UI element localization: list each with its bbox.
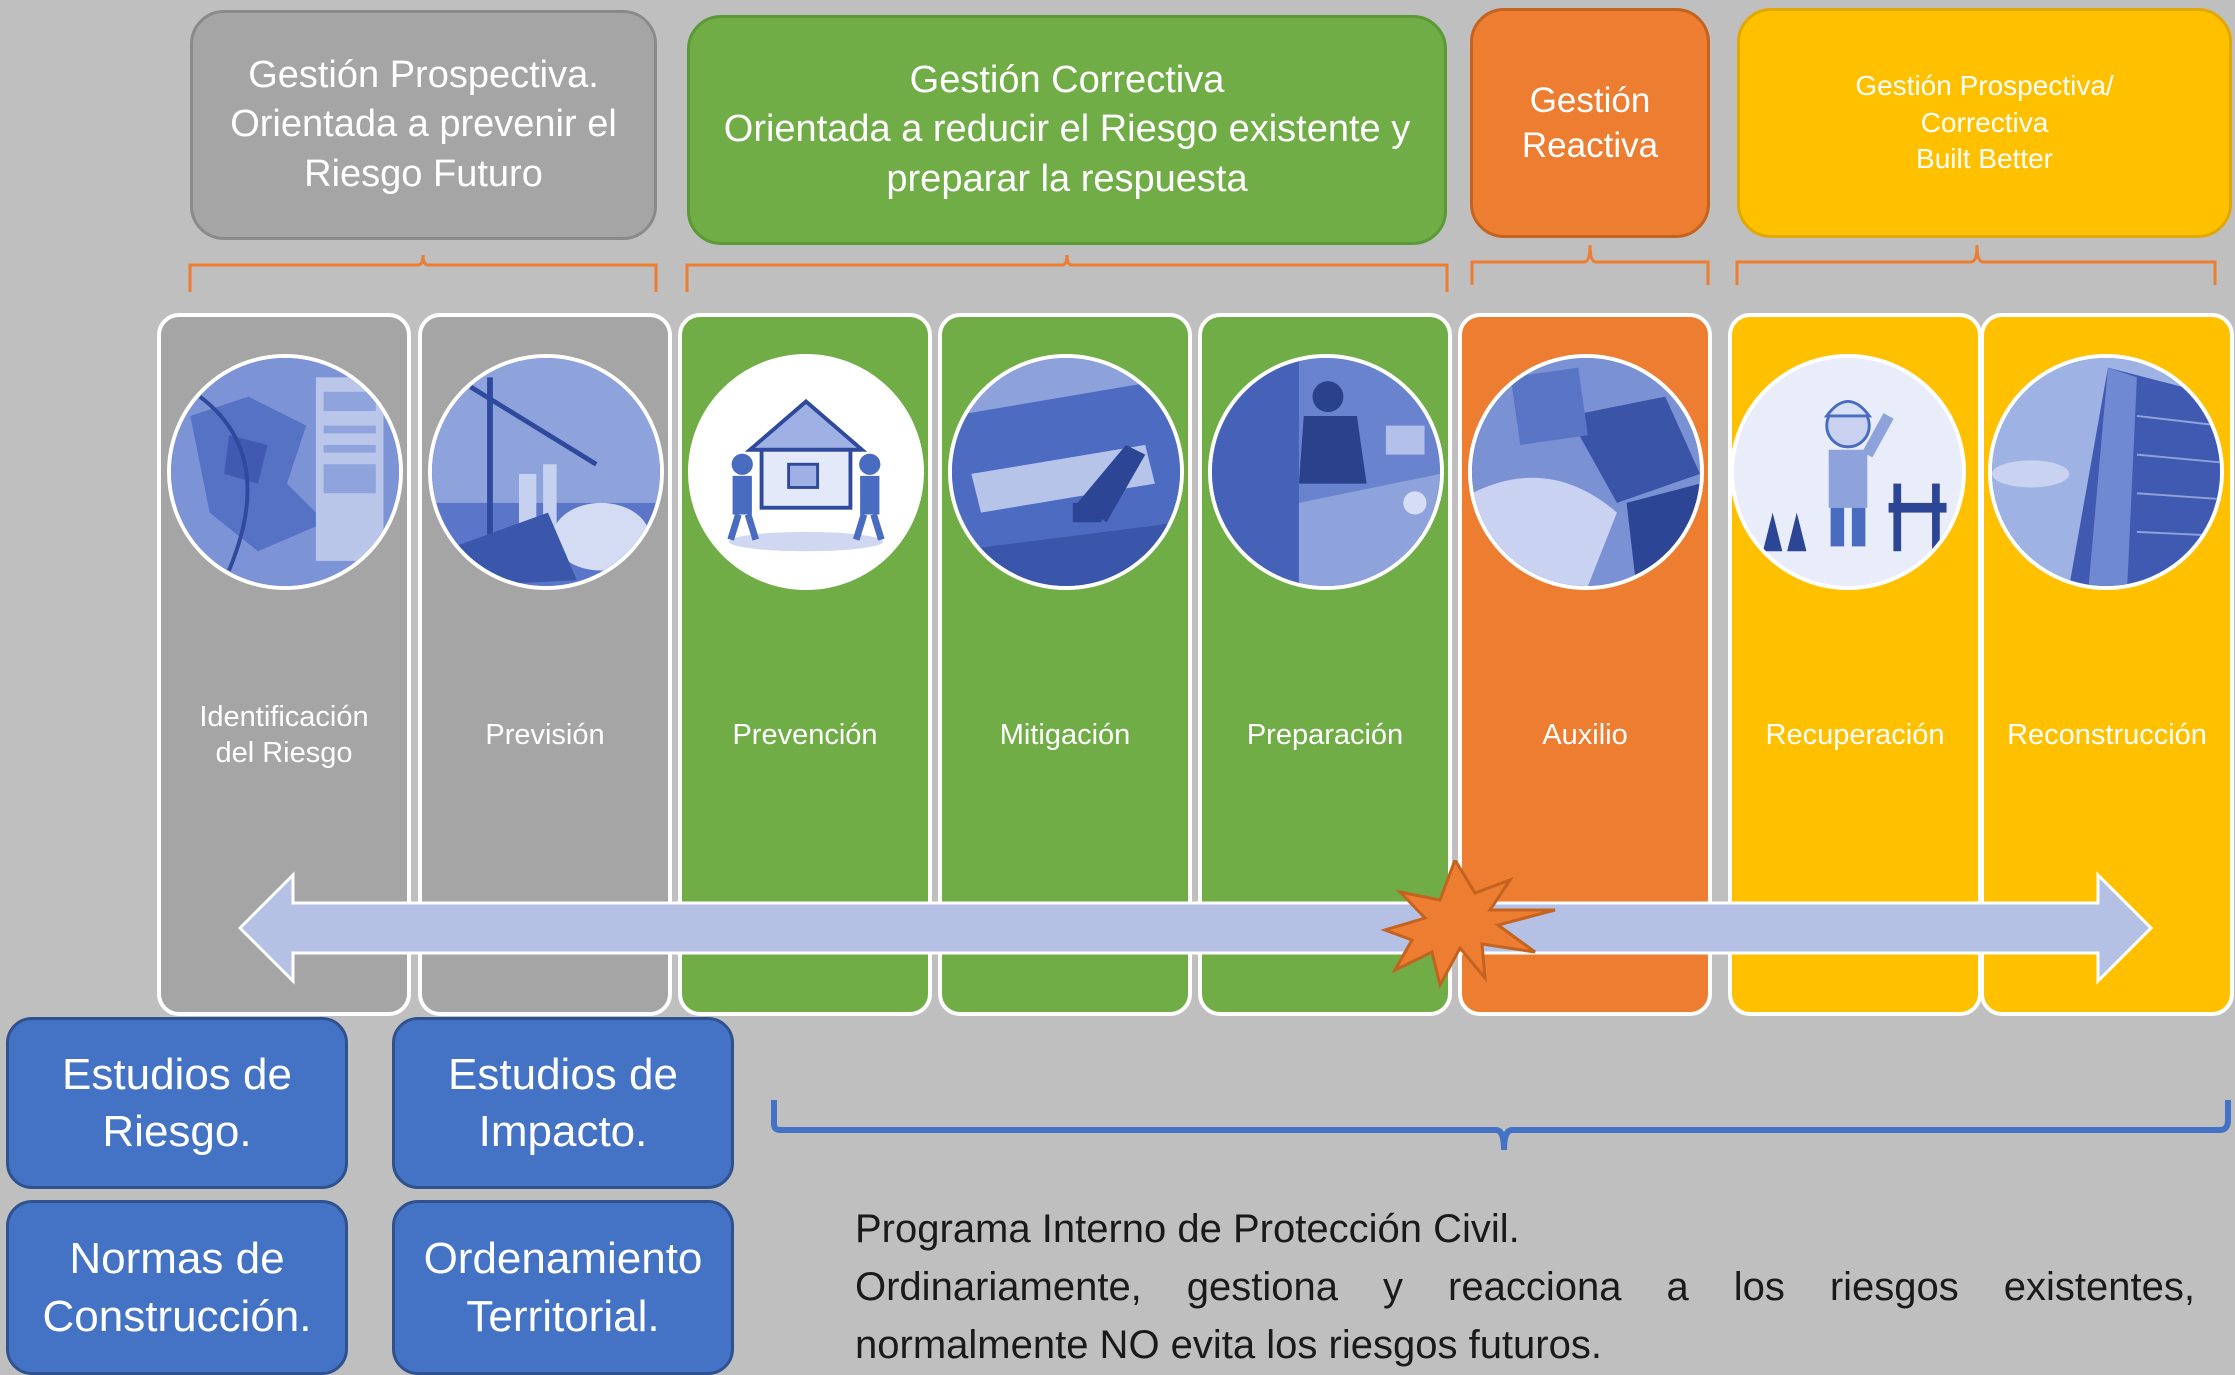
double-arrow-shape [237, 871, 2154, 985]
header-gestion-prospectiva: Gestión Prospectiva. Orientada a preveni… [190, 10, 657, 240]
risk-map-image [167, 354, 403, 590]
phase-label-identificacion: Identificación del Riesgo [161, 690, 407, 780]
phase-label-prevision: Previsión [485, 718, 605, 751]
header-gestion-correctiva: Gestión Correctiva Orientada a reducir e… [687, 15, 1447, 245]
header-line: Gestión [1529, 80, 1651, 120]
reconstruction-building-image [1988, 354, 2224, 590]
construction-crane-image [428, 354, 664, 590]
caption-line-2: Ordinariamente, gestiona y reacciona a l… [855, 1265, 2195, 1309]
timeline-double-arrow [237, 860, 2154, 990]
phase-label-mitigacion: Mitigación [999, 718, 1131, 751]
header-line: Gestión Prospectiva. [248, 53, 599, 96]
box-estudios-impacto: Estudios de Impacto. [392, 1017, 734, 1189]
disaster-preparation-image [1208, 354, 1444, 590]
box-line: Impacto. [478, 1107, 648, 1156]
box-line: Construcción. [42, 1291, 312, 1341]
box-normas-construccion: Normas de Construcción. [6, 1200, 348, 1375]
brace-correctiva [685, 254, 1449, 292]
brace-prospectiva-correctiva [1735, 244, 2217, 285]
brace-prospectiva [188, 254, 658, 292]
program-brace [771, 1100, 2231, 1151]
phase-label-line: del Riesgo [215, 737, 353, 769]
phase-label-prevencion: Prevención [732, 718, 878, 751]
program-description: Programa Interno de Protección Civil. Or… [855, 1200, 2195, 1374]
phase-label-auxilio: Auxilio [1542, 718, 1628, 751]
box-ordenamiento-territorial: Ordenamiento Territorial. [392, 1200, 734, 1375]
brace-reactiva [1470, 244, 1710, 285]
box-line: Riesgo. [102, 1107, 252, 1156]
phase-label-preparacion: Preparación [1246, 718, 1404, 751]
box-estudios-riesgo: Estudios de Riesgo. [6, 1017, 348, 1189]
caption-line-1: Programa Interno de Protección Civil. [855, 1207, 1520, 1251]
disaster-burst-icon [1380, 860, 1556, 990]
header-gestion-prospectiva-correctiva: Gestión Prospectiva/ Correctiva Built Be… [1737, 8, 2232, 238]
header-line: Reactiva [1521, 126, 1659, 165]
box-line: Estudios de [62, 1049, 292, 1099]
header-braces [188, 244, 2217, 292]
header-line: Orientada a reducir el Riesgo existente … [723, 108, 1411, 151]
header-gestion-reactiva: Gestión Reactiva [1470, 8, 1710, 238]
header-line: Gestión Prospectiva/ [1855, 70, 2114, 102]
phase-label-reconstruccion: Reconstrucción [2007, 718, 2207, 751]
header-line: Riesgo Futuro [304, 152, 543, 195]
header-line: Orientada a prevenir el [230, 103, 617, 146]
excavation-mitigation-image [948, 354, 1184, 590]
header-line: preparar la respuesta [886, 157, 1248, 200]
header-line: Correctiva [1920, 106, 2049, 138]
box-line: Normas de [69, 1234, 285, 1284]
house-movers-image [688, 354, 924, 590]
header-line: Built Better [1916, 143, 2053, 175]
recovery-worker-image [1730, 354, 1966, 590]
box-line: Ordenamiento [423, 1234, 703, 1284]
phase-label-recuperacion: Recuperación [1765, 718, 1945, 751]
caption-line-3: normalmente NO evita los riesgos futuros… [855, 1323, 1602, 1367]
header-line: Gestión Correctiva [909, 58, 1225, 101]
phase-label-line: Identificación [199, 700, 369, 733]
rescue-auxilio-image [1468, 354, 1704, 590]
box-line: Estudios de [448, 1049, 678, 1099]
box-line: Territorial. [466, 1291, 660, 1341]
